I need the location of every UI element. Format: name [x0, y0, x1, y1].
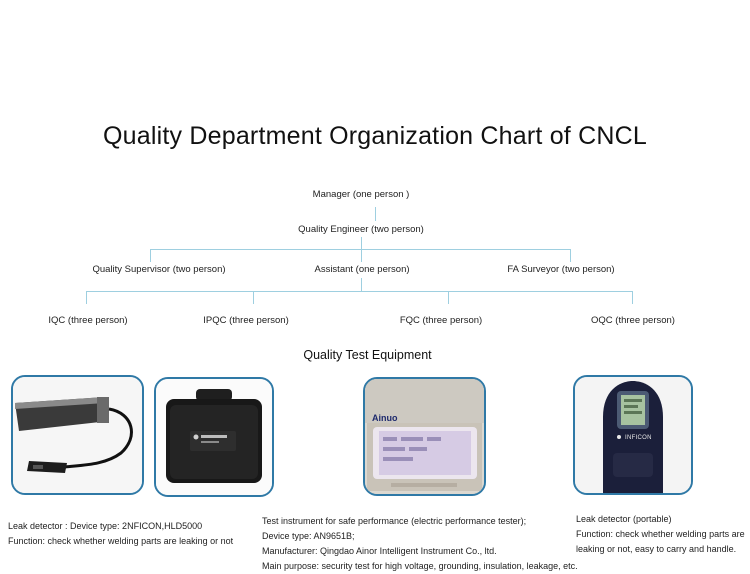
tester-image [365, 379, 484, 494]
node-fa-surveyor: FA Surveyor (two person) [507, 264, 615, 275]
caption-line: Main purpose: security test for high vol… [262, 561, 578, 571]
caption-line: Manufacturer: Qingdao Ainor Intelligent … [262, 546, 497, 556]
tester-brand-label: Ainuo [372, 413, 398, 423]
equipment-section-title: Quality Test Equipment [303, 348, 432, 362]
caption-line: Device type: AN9651B; [262, 531, 355, 541]
node-ipqc: IPQC (three person) [203, 315, 289, 326]
node-quality-supervisor: Quality Supervisor (two person) [92, 264, 226, 275]
portable-detector-image [575, 377, 691, 493]
caption-line: Function: check whether welding parts ar… [576, 529, 745, 539]
photo-electric-performance-tester: Ainuo [363, 377, 486, 496]
node-iqc: IQC (three person) [48, 315, 128, 326]
caption-line: leaking or not, easy to carry and handle… [576, 544, 737, 554]
node-assistant: Assistant (one person) [314, 264, 410, 275]
caption-line: Leak detector (portable) [576, 514, 672, 524]
photo-leak-detector-case [154, 377, 274, 497]
caption-line: Function: check whether welding parts ar… [8, 536, 234, 546]
leak-detector-handpiece-image [13, 377, 142, 493]
inficon-brand-label: INFICON [625, 435, 652, 441]
caption-electric-tester: Test instrument for safe performance (el… [262, 514, 578, 574]
node-fqc: FQC (three person) [399, 315, 483, 326]
caption-portable-leak-detector: Leak detector (portable) Function: check… [576, 512, 745, 557]
caption-line: Leak detector : Device type: 2NFICON,HLD… [8, 521, 203, 531]
caption-leak-detector: Leak detector : Device type: 2NFICON,HLD… [8, 519, 233, 549]
node-oqc: OQC (three person) [591, 315, 675, 326]
node-quality-engineer: Quality Engineer (two person) [298, 224, 424, 235]
carrying-case-image [156, 379, 272, 495]
photo-portable-leak-detector: INFICON [573, 375, 693, 495]
chart-title: Quality Department Organization Chart of… [103, 122, 647, 150]
caption-line: Test instrument for safe performance (el… [262, 516, 527, 526]
photo-leak-detector-handpiece [11, 375, 144, 495]
node-manager: Manager (one person ) [312, 189, 410, 200]
